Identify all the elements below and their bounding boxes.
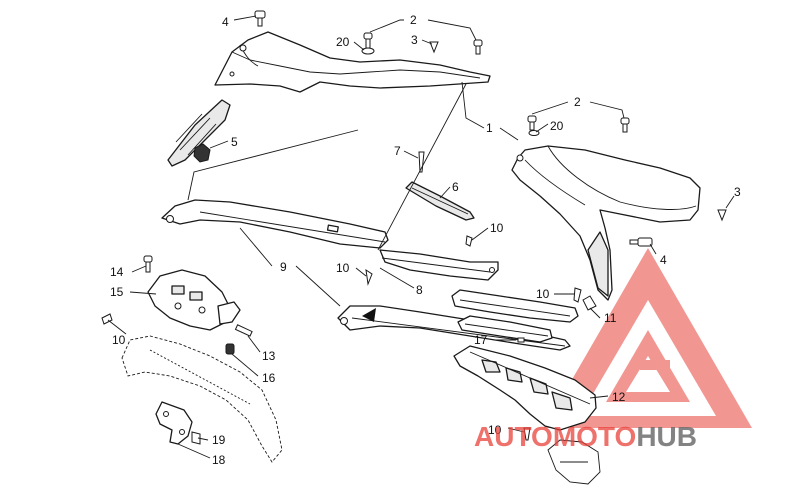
svg-text:AUTOMOTOHUB: AUTOMOTOHUB [474,421,697,452]
tunnel-outline [121,335,283,463]
callout-4-top: 4 [222,15,229,29]
callout-10-a: 10 [490,221,504,235]
callout-2-top: 2 [410,13,417,27]
callout-14: 14 [110,265,124,279]
callout-10-d: 10 [112,333,126,347]
bracket-12 [453,345,597,431]
callout-10-b: 10 [336,261,350,275]
frame-rail-center [337,305,571,351]
watermark-moto: MOTO [553,421,636,452]
callout-10-c: 10 [536,287,550,301]
callout-8: 8 [416,283,423,297]
callout-4-right: 4 [660,253,667,267]
callout-6: 6 [452,180,459,194]
callout-19: 19 [212,433,226,447]
callout-11: 11 [604,311,617,325]
hardware [101,10,727,445]
side-bracket-left [167,99,231,167]
callout-20-top: 20 [336,35,350,49]
callout-16: 16 [262,371,276,385]
hood-panel-left [214,31,491,93]
callout-10-e: 10 [488,423,502,437]
watermark-logo-text: AUTOMOTOHUB [474,421,697,452]
mount-lower-right [547,439,601,485]
part-6 [405,181,475,221]
frame-rail-9 [161,199,389,249]
callout-3-top: 3 [411,33,418,47]
callout-20-right: 20 [550,119,564,133]
hood-panel-right [511,145,701,301]
callout-13: 13 [262,349,276,363]
callout-15: 15 [110,285,124,299]
callout-12: 12 [612,390,626,404]
leader-lines [107,15,735,459]
callout-3-right: 3 [734,185,741,199]
callout-5: 5 [231,135,238,149]
watermark-triangle-logo [544,248,752,428]
callout-2-right: 2 [574,95,581,109]
callout-9: 9 [280,260,287,274]
callout-1: 1 [486,121,493,135]
callout-labels: 1 2 2 3 3 4 4 5 6 7 8 9 10 10 10 10 10 1… [110,13,741,467]
callout-7: 7 [394,144,401,158]
watermark-auto: AUTO [474,421,553,452]
hinge-18 [155,401,193,445]
bracket-15 [147,269,241,331]
bracket-right-upper [451,289,579,343]
frame-rail-8 [379,249,499,281]
callout-18: 18 [212,453,226,467]
callout-17: 17 [474,333,488,347]
watermark-hub: HUB [636,421,697,452]
